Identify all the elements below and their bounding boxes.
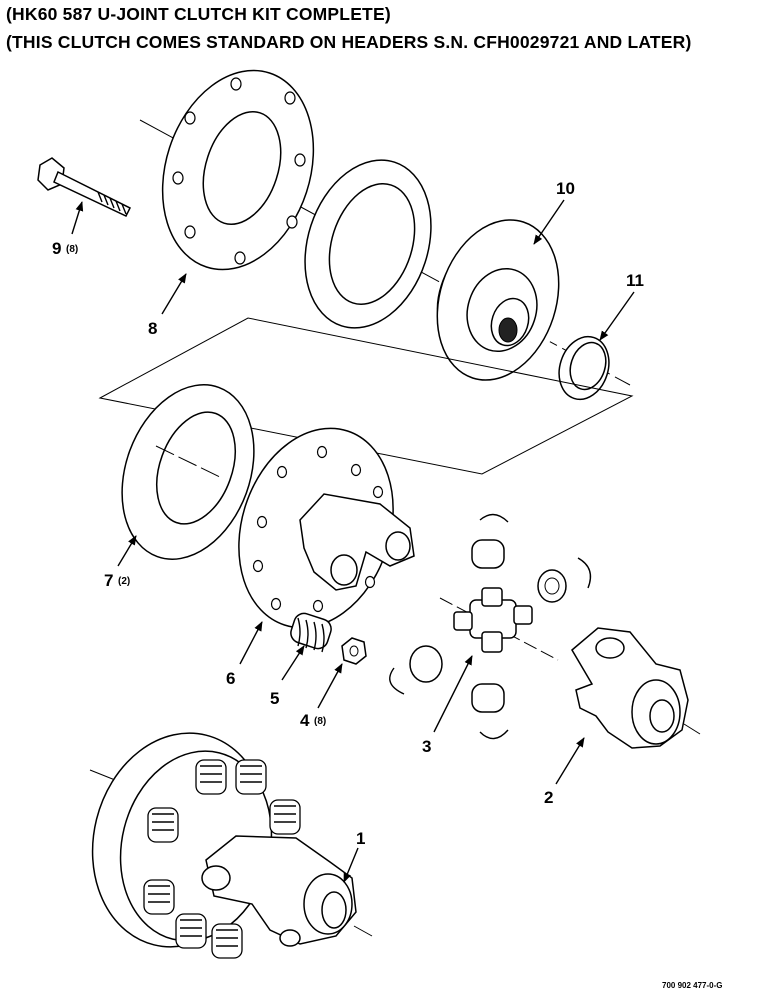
callout-4-qty: (8) [314,716,326,727]
diagram-title: (HK60 587 U-JOINT CLUTCH KIT COMPLETE) [6,4,391,24]
callout-10-number: 10 [556,179,575,198]
leader-lines [71,199,635,883]
callout-6-number: 6 [226,669,235,688]
callout-7-qty: (2) [118,576,130,587]
callout-5-number: 5 [270,689,279,708]
part-11-ring [558,335,610,401]
part-8-flange-plate [161,69,315,271]
part-1-clutch-assembly [89,732,373,959]
callout-1-number: 1 [356,829,365,848]
callout-3-number: 3 [422,737,431,756]
drawing-code: 700 902 477-0-G [662,981,723,990]
upper-friction-disc [304,159,432,329]
diagram-subtitle: (THIS CLUTCH COMES STANDARD ON HEADERS S… [6,32,692,52]
callout-2-number: 2 [544,788,553,807]
part-7-friction-disc [121,384,255,560]
part-5-spring [290,612,332,653]
callout-9-number: 9 [52,239,61,258]
callout-11-number: 11 [626,271,644,290]
callout-7-number: 7 [104,571,113,590]
part-6-flange-yoke [238,427,415,629]
part-3-cross-kit [389,513,592,740]
part-10-hub-plate [436,219,560,381]
part-4-nut [341,637,367,665]
callout-8-number: 8 [148,319,157,338]
part-9-bolt [37,157,132,217]
part-2-yoke [571,627,701,749]
callout-9-qty: (8) [66,244,78,255]
callout-4-number: 4 [300,711,310,730]
